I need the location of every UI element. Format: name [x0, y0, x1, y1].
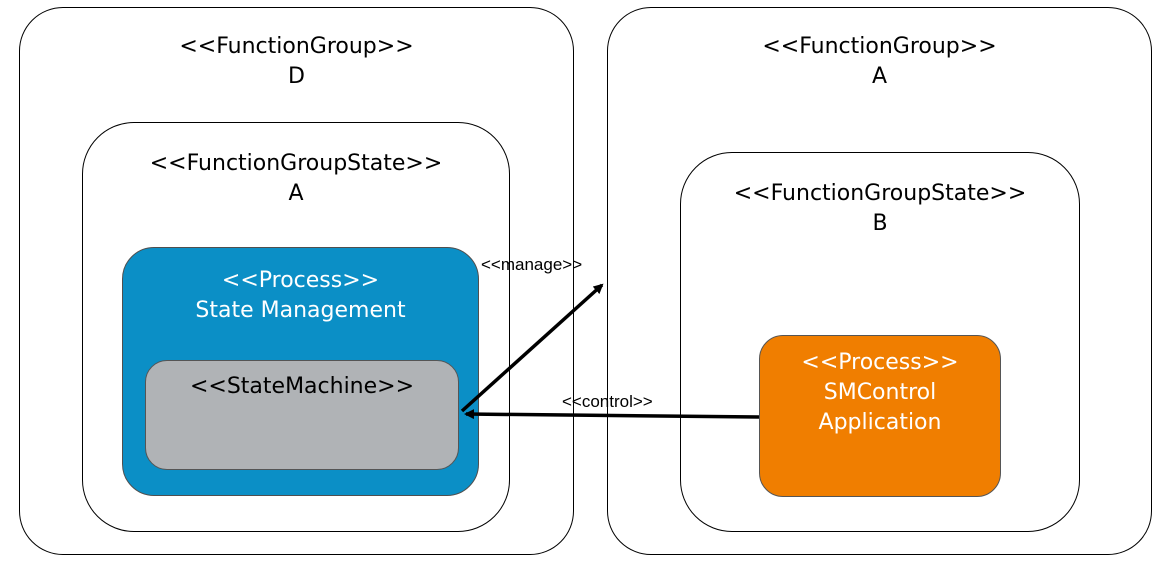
function-group-state-a-stereotype: <<FunctionGroupState>>	[149, 151, 443, 176]
smcontrol-application-process: <<Process>> SMControl Application	[759, 335, 1001, 497]
function-group-a-name: A	[871, 64, 888, 89]
function-group-d-label: <<FunctionGroup>> D	[20, 32, 573, 92]
function-group-state-b-name: B	[872, 211, 888, 236]
function-group-a-label: <<FunctionGroup>> A	[608, 32, 1151, 92]
control-arrow	[464, 409, 760, 420]
function-group-state-b-stereotype: <<FunctionGroupState>>	[733, 181, 1027, 206]
manage-label: <<manage>>	[481, 255, 583, 274]
state-machine-label: <<StateMachine>>	[146, 372, 458, 402]
state-machine: <<StateMachine>>	[145, 360, 459, 470]
state-management-label: <<Process>> State Management	[123, 266, 478, 326]
manage-arrow	[460, 283, 604, 413]
function-group-d-name: D	[288, 64, 305, 89]
state-management-stereotype: <<Process>>	[221, 268, 380, 293]
function-group-a-stereotype: <<FunctionGroup>>	[762, 34, 997, 59]
control-label: <<control>>	[562, 392, 653, 411]
state-management-name: State Management	[195, 298, 406, 323]
function-group-state-b-label: <<FunctionGroupState>> B	[681, 179, 1079, 239]
state-machine-stereotype: <<StateMachine>>	[189, 374, 415, 399]
smcontrol-process-stereotype: <<Process>>	[801, 350, 959, 375]
smcontrol-application-label: <<Process>> SMControl Application	[760, 348, 1000, 438]
function-group-d-stereotype: <<FunctionGroup>>	[179, 34, 414, 59]
smcontrol-process-line1: SMControl	[823, 380, 937, 405]
smcontrol-process-line2: Application	[818, 410, 942, 435]
function-group-state-a-label: <<FunctionGroupState>> A	[83, 149, 509, 209]
function-group-state-a-name: A	[288, 181, 304, 206]
